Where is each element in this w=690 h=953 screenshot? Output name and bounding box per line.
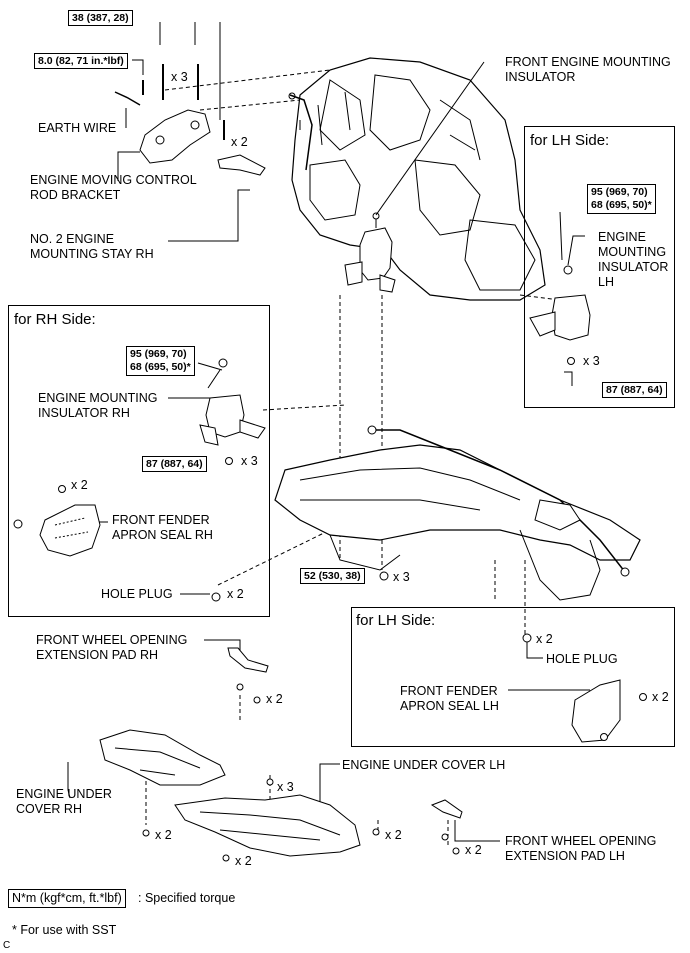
count-x2-under-cover-rh: x 2 (155, 828, 172, 842)
steering-rack (372, 429, 626, 573)
front-engine-mounting-insulator (344, 212, 396, 293)
label-front-wheel-opening-extension-pad-lh: FRONT WHEEL OPENING EXTENSION PAD LH (505, 834, 657, 863)
torque-95-rh: 95 (969, 70) (130, 348, 187, 360)
front-suspension-crossmember (274, 425, 641, 601)
label-engine-mounting-insulator-rh: ENGINE MOUNTING INSULATOR RH (38, 391, 158, 420)
legend-unit-description: : Specified torque (138, 891, 236, 905)
legend-unit-box: N*m (kgf*cm, ft.*lbf) (8, 889, 126, 908)
engine-mounting-insulator-rh (199, 358, 266, 465)
torque-95-lh: 95 (969, 70) (591, 186, 648, 198)
count-x2-pad-lh: x 2 (465, 843, 482, 857)
front-wheel-opening-extension-pad-rh (227, 647, 269, 673)
label-front-wheel-opening-extension-pad-rh: FRONT WHEEL OPENING EXTENSION PAD RH (36, 633, 188, 662)
label-no2-engine-mounting-stay-rh: NO. 2 ENGINE MOUNTING STAY RH (30, 232, 154, 261)
count-x2-hole-plug-rh: x 2 (227, 587, 244, 601)
count-x2-pad-rh: x 2 (266, 692, 283, 706)
torque-box-8: 8.0 (82, 71 in.*lbf) (34, 53, 128, 69)
label-front-fender-apron-seal-rh: FRONT FENDER APRON SEAL RH (112, 513, 213, 542)
earth-wire (114, 91, 141, 106)
label-front-engine-mounting-insulator: FRONT ENGINE MOUNTING INSULATOR (505, 55, 671, 84)
label-engine-mounting-insulator-lh: ENGINE MOUNTING INSULATOR LH (598, 230, 669, 289)
engine-moving-control-rod-bracket (139, 64, 225, 164)
engine-mounting-insulator-lh (529, 265, 591, 365)
no2-engine-mounting-stay-rh (217, 154, 266, 176)
count-x3-lh-mount: x 3 (583, 354, 600, 368)
label-front-fender-apron-seal-lh: FRONT FENDER APRON SEAL LH (400, 684, 499, 713)
engine-under-cover-lh (174, 794, 380, 862)
label-engine-under-cover-rh: ENGINE UNDER COVER RH (16, 787, 112, 816)
torque-68-lh: 68 (695, 50)* (591, 199, 652, 211)
engine-transmission-assembly (288, 57, 546, 301)
torque-box-38: 38 (387, 28) (68, 10, 133, 26)
label-engine-moving-control-rod-bracket: ENGINE MOVING CONTROL ROD BRACKET (30, 173, 197, 202)
front-fender-apron-seal-rh (13, 485, 221, 602)
count-x2-under-cover-lh-bottom: x 2 (235, 854, 252, 868)
label-engine-under-cover-lh: ENGINE UNDER COVER LH (342, 758, 506, 772)
count-x3-rh-mount: x 3 (241, 454, 258, 468)
count-x2-bracket: x 2 (231, 135, 248, 149)
count-x2-rh-seal: x 2 (71, 478, 88, 492)
torque-box-52: 52 (530, 38) (300, 568, 365, 584)
torque-box-95-68-rh: 95 (969, 70) 68 (695, 50)* (126, 346, 195, 376)
legend-sst-note: * For use with SST (12, 923, 117, 937)
torque-box-87-lh: 87 (887, 64) (602, 382, 667, 398)
figure-code: C (3, 940, 11, 951)
torque-68-rh: 68 (695, 50)* (130, 361, 191, 373)
count-x3-crossmember: x 3 (393, 570, 410, 584)
label-hole-plug-lh: HOLE PLUG (546, 652, 618, 666)
rh-side-frame (8, 305, 270, 617)
front-fender-apron-seal-lh (522, 633, 647, 743)
torque-box-87-rh: 87 (887, 64) (142, 456, 207, 472)
label-earth-wire: EARTH WIRE (38, 121, 117, 135)
lh-side-frame (524, 126, 675, 408)
count-x2-hole-plug-lh: x 2 (536, 632, 553, 646)
front-wheel-opening-extension-pad-lh (430, 799, 463, 819)
torque-box-95-68-lh: 95 (969, 70) 68 (695, 50)* (587, 184, 656, 214)
lh-side-frame-title: for LH Side: (530, 132, 610, 149)
count-x3-bolts-top: x 3 (171, 70, 188, 84)
count-x2-under-cover-lh-right: x 2 (385, 828, 402, 842)
lh-side-lower-frame-title: for LH Side: (356, 612, 436, 629)
label-hole-plug-rh: HOLE PLUG (101, 587, 173, 601)
engine-under-cover-rh (99, 729, 274, 837)
count-x3-under-cover: x 3 (277, 780, 294, 794)
count-x2-lh-seal: x 2 (652, 690, 669, 704)
rh-side-frame-title: for RH Side: (14, 311, 96, 328)
lh-side-lower-frame (351, 607, 675, 747)
